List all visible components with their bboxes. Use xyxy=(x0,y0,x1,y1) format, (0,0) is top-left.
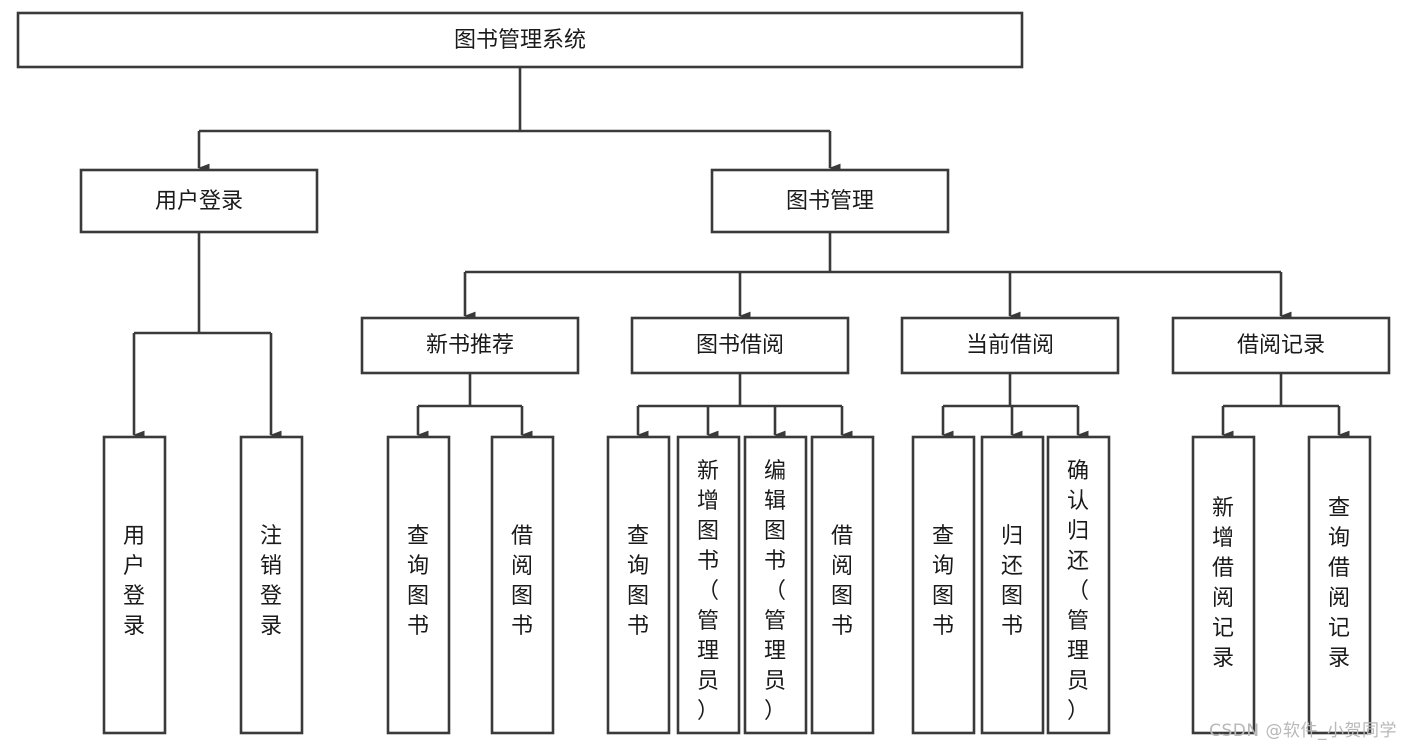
leaf-edit-book-box[interactable] xyxy=(743,435,808,735)
leaf-add-book-label: 新增图书（管理员） xyxy=(697,459,719,724)
node-book-borrow-label: 图书借阅 xyxy=(696,333,784,358)
leaf-user-logout-box[interactable] xyxy=(239,435,304,735)
leaf-query-book-2-box[interactable] xyxy=(606,435,671,735)
leaf-return-book-box[interactable] xyxy=(980,435,1045,735)
leaf-borrow-book-2-label: 借阅图书 xyxy=(831,524,853,639)
leaf-borrow-book-1[interactable]: 借阅图书 xyxy=(490,435,555,735)
node-root-box[interactable] xyxy=(16,11,1024,69)
leaf-user-login-label: 用户登录 xyxy=(123,524,145,639)
leaf-user-login-box[interactable] xyxy=(102,435,167,735)
node-book-borrow-box[interactable] xyxy=(630,316,850,375)
leaf-user-login[interactable]: 用户登录 xyxy=(102,435,167,735)
leaf-confirm-return-box[interactable] xyxy=(1046,435,1111,735)
node-book-manage-label: 图书管理 xyxy=(786,189,874,214)
leaf-add-record[interactable]: 新增借阅记录 xyxy=(1191,435,1256,735)
leaf-query-book-2-label: 查询图书 xyxy=(627,524,649,639)
leaf-return-book[interactable]: 归还图书 xyxy=(980,435,1045,735)
leaf-add-book-box[interactable] xyxy=(676,435,741,735)
leaf-query-record-label: 查询借阅记录 xyxy=(1328,496,1350,671)
leaf-query-book-3[interactable]: 查询图书 xyxy=(911,435,976,735)
node-book-manage-box[interactable] xyxy=(710,168,950,234)
leaf-return-book-label: 归还图书 xyxy=(1001,524,1023,639)
leaf-query-book-1-box[interactable] xyxy=(386,435,451,735)
node-user-login-box[interactable] xyxy=(79,168,319,234)
leaf-query-record[interactable]: 查询借阅记录 xyxy=(1307,435,1372,735)
leaf-user-logout-label: 注销登录 xyxy=(260,524,282,639)
node-user-login[interactable]: 用户登录 xyxy=(79,168,319,234)
leaf-query-record-box[interactable] xyxy=(1307,435,1372,735)
leaf-borrow-book-2-box[interactable] xyxy=(810,435,875,735)
node-new-book-recommend[interactable]: 新书推荐 xyxy=(360,316,580,375)
node-book-borrow[interactable]: 图书借阅 xyxy=(630,316,850,375)
node-user-login-label: 用户登录 xyxy=(155,189,243,214)
leaf-add-book[interactable]: 新增图书（管理员） xyxy=(676,435,741,735)
leaf-confirm-return[interactable]: 确认归还（管理员） xyxy=(1046,435,1111,735)
node-borrow-record-label: 借阅记录 xyxy=(1237,333,1325,358)
leaf-borrow-book-2[interactable]: 借阅图书 xyxy=(810,435,875,735)
leaf-add-record-box[interactable] xyxy=(1191,435,1256,735)
node-borrow-record-box[interactable] xyxy=(1171,316,1391,375)
node-current-borrow[interactable]: 当前借阅 xyxy=(900,316,1120,375)
node-new-book-recommend-box[interactable] xyxy=(360,316,580,375)
leaf-borrow-book-1-box[interactable] xyxy=(490,435,555,735)
leaf-borrow-book-1-label: 借阅图书 xyxy=(511,524,533,639)
node-book-manage[interactable]: 图书管理 xyxy=(710,168,950,234)
node-root[interactable]: 图书管理系统 xyxy=(16,11,1024,69)
leaf-query-book-3-label: 查询图书 xyxy=(932,524,954,639)
leaf-query-book-3-box[interactable] xyxy=(911,435,976,735)
leaf-confirm-return-label: 确认归还（管理员） xyxy=(1067,459,1089,724)
leaf-query-book-1[interactable]: 查询图书 xyxy=(386,435,451,735)
node-new-book-recommend-label: 新书推荐 xyxy=(426,333,514,358)
node-current-borrow-label: 当前借阅 xyxy=(966,333,1054,358)
leaf-query-book-1-label: 查询图书 xyxy=(407,524,429,639)
connector-layer xyxy=(132,67,1350,440)
node-root-label: 图书管理系统 xyxy=(454,28,586,53)
leaf-query-book-2[interactable]: 查询图书 xyxy=(606,435,671,735)
leaf-edit-book[interactable]: 编辑图书（管理员） xyxy=(743,435,808,735)
leaf-add-record-label: 新增借阅记录 xyxy=(1212,496,1234,671)
node-borrow-record[interactable]: 借阅记录 xyxy=(1171,316,1391,375)
leaf-edit-book-label: 编辑图书（管理员） xyxy=(764,459,786,724)
leaf-user-logout[interactable]: 注销登录 xyxy=(239,435,304,735)
node-current-borrow-box[interactable] xyxy=(900,316,1120,375)
